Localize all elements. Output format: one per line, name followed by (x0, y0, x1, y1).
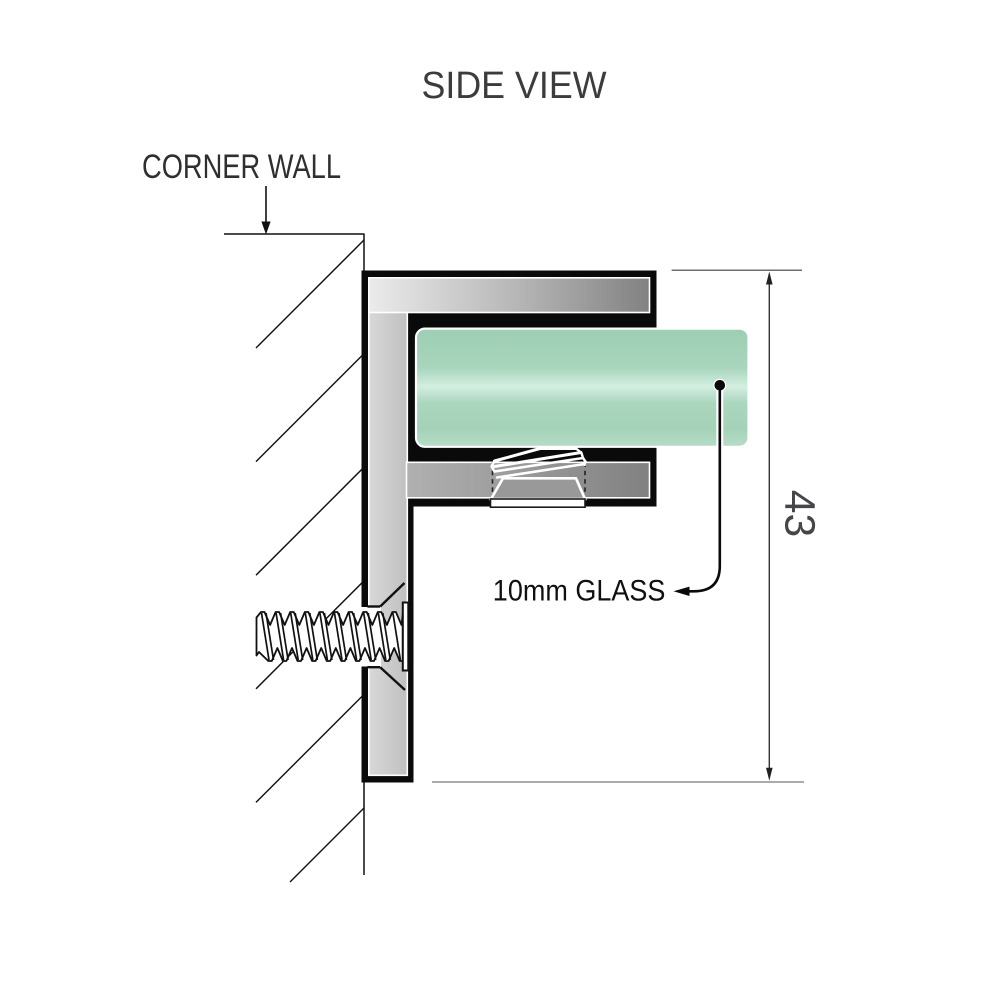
svg-text:CORNER WALL: CORNER WALL (142, 148, 341, 186)
svg-text:43: 43 (776, 490, 824, 538)
svg-text:SIDE VIEW: SIDE VIEW (422, 65, 607, 107)
svg-text:10mm GLASS: 10mm GLASS (493, 575, 666, 608)
